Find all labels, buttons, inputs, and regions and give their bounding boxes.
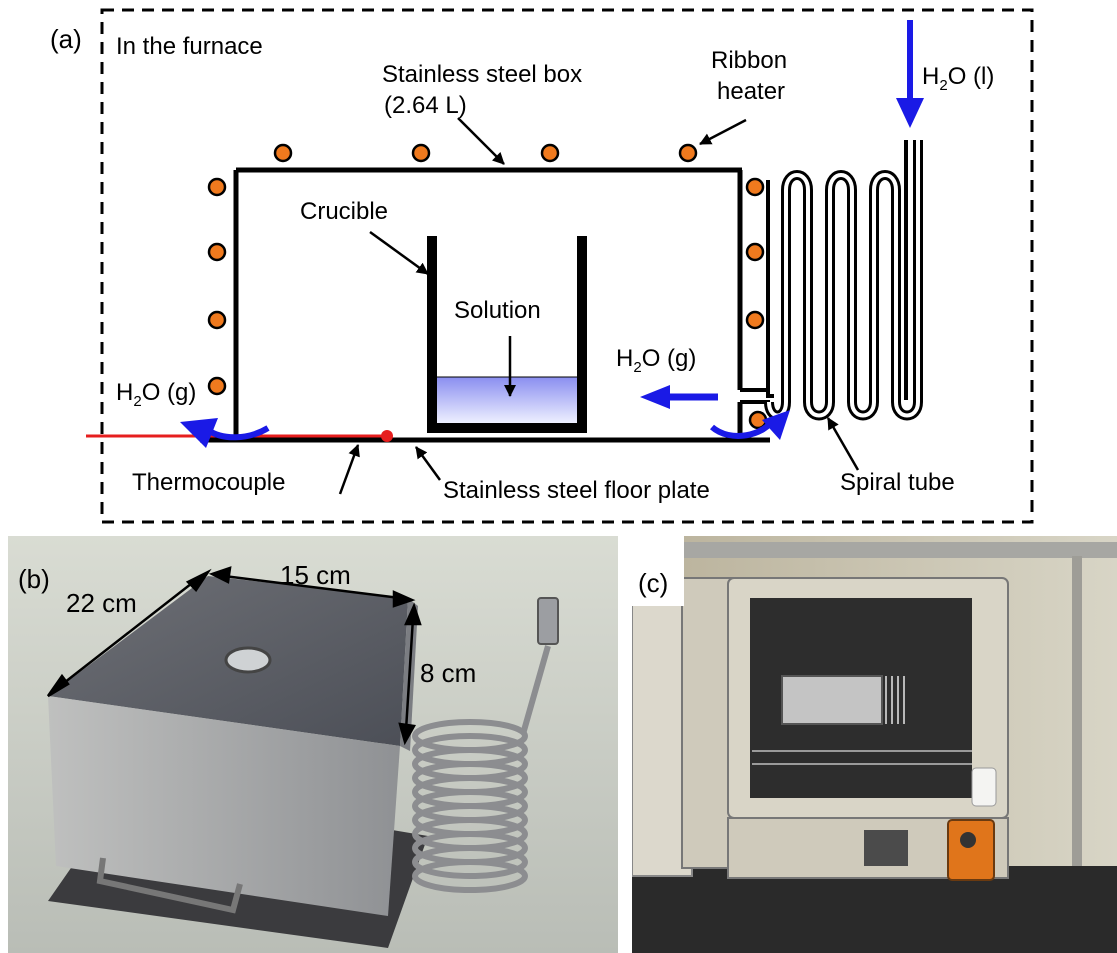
stainless-steel-box (233, 167, 770, 440)
furnace-border (100, 8, 1034, 524)
dimension-arrows (46, 566, 422, 746)
panel-a-diagram: (a) In the furnace (50, 8, 1034, 524)
steam-right-label: H2O (g) (616, 345, 696, 376)
heater-dot (745, 242, 765, 262)
coil-in-oven (885, 676, 905, 724)
heater-dot (678, 143, 698, 163)
heater-dot (207, 177, 227, 197)
water-bottle (971, 767, 997, 807)
leader-lines (338, 117, 860, 495)
steam-left-label: H2O (g) (116, 379, 196, 410)
spiral-coil (412, 645, 551, 893)
heater-dot (207, 376, 227, 396)
heater-dot (273, 143, 293, 163)
dim-depth-label: 22 cm (66, 588, 137, 618)
dim-height-label: 8 cm (420, 658, 476, 688)
tube-fitting (537, 597, 559, 645)
oven-display (864, 830, 908, 866)
heater-dot (207, 242, 227, 262)
panel-b-tag: (b) (18, 564, 50, 594)
thermocouple-tip (381, 430, 393, 442)
steam-arrow-left (206, 425, 270, 441)
heater-dot (540, 143, 560, 163)
furnace-label: In the furnace (116, 33, 263, 60)
panel-c-photo: (c) (632, 536, 1117, 953)
pump (947, 819, 995, 881)
box-in-oven (781, 675, 883, 725)
box-handle (96, 857, 243, 914)
water-in-label: H2O (l) (922, 63, 994, 94)
box-side (48, 696, 400, 916)
heater-label: heater (717, 78, 785, 105)
floor-plate-label: Stainless steel floor plate (443, 477, 710, 504)
ribbon-label: Ribbon (711, 47, 787, 74)
heater-dot (411, 143, 431, 163)
panel-c-tag: (c) (638, 568, 668, 598)
box-port (224, 646, 272, 674)
spiral-tube (764, 140, 923, 421)
box-volume-label: (2.64 L) (384, 92, 467, 119)
spiral-tube-label: Spiral tube (840, 469, 955, 496)
crucible-label: Crucible (300, 198, 388, 225)
bench-surface (632, 866, 1117, 953)
shelf-post (1072, 556, 1082, 936)
panel-a-tag: (a) (50, 24, 82, 54)
flow-arrows (180, 20, 924, 448)
dim-width-label: 15 cm (280, 560, 351, 590)
heater-dot (745, 177, 765, 197)
crucible (427, 236, 587, 433)
heater-dot (207, 310, 227, 330)
box-label: Stainless steel box (382, 61, 582, 88)
solution (432, 377, 577, 423)
heater-dot (745, 310, 765, 330)
thermocouple-label: Thermocouple (132, 469, 285, 496)
oven-rack (752, 750, 972, 765)
panel-b-photo: (b) 22 cm 15 cm 8 cm (8, 536, 618, 953)
ribbon-heater (207, 143, 768, 430)
solution-label: Solution (454, 297, 541, 324)
upper-shelf (632, 542, 1117, 558)
